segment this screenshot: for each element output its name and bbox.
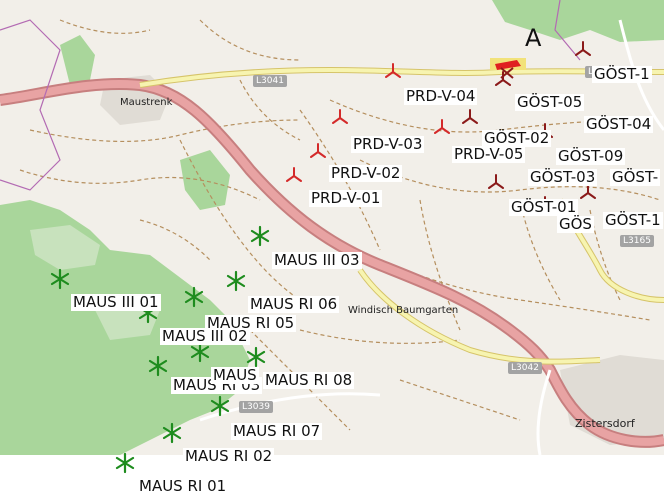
turbine-gost-x-icon [580,184,596,199]
turbine-maus-ri-07-icon [210,395,230,417]
turbine-gost-04-icon [462,109,478,124]
place-windisch-baumgarten: Windisch Baumgarten [348,305,459,316]
meadow-1 [30,225,100,270]
label-maus-ri-08: MAUS RI 08 [263,371,355,389]
turbine-prd-v-02-icon [310,143,326,158]
turbine-maus-ri-03-icon [148,355,168,377]
label-maus-ri-05: MAUS RI 05 [205,314,297,332]
label-maus-ri-07: MAUS RI 07 [231,422,323,440]
place-zistersdorf: Zistersdorf [575,417,635,430]
label-maus-iii-02: MAUS III 02 [160,327,250,345]
label-prd-v-04: PRD-V-04 [404,87,478,105]
label-gost-1b: GÖST-1 [603,211,663,229]
label-maus-ri-01: MAUS RI 01 [137,477,229,495]
bottom-margin [0,455,664,499]
border-line-west [0,19,61,191]
existing-turbines [50,225,270,474]
turbine-maus-ri-04-icon [190,341,210,363]
turbine-prd-v-04-icon [385,63,401,78]
turbine-maus-ri-08-icon [246,346,266,368]
label-prd-v-03: PRD-V-03 [351,135,425,153]
forest-patch-1 [180,150,230,210]
label-gost-01: GÖST-01 [509,198,579,216]
place-maustrenk: Maustrenk [120,97,173,108]
border-line-north [554,0,581,61]
turbine-maus-ri-05-icon [184,286,204,308]
label-gost-09: GÖST-09 [556,147,626,165]
label-maus-iii-03: MAUS III 03 [272,251,362,269]
label-prd-v-05: PRD-V-05 [452,145,526,163]
label-maus-ri-02: MAUS RI 02 [183,447,275,465]
label-maus-ri-06: MAUS RI 06 [248,295,340,313]
label-gost-x: GÖST- [610,168,661,186]
turbine-maus-iii-01-icon [50,268,70,290]
turbine-prd-v-01-icon [286,167,302,182]
label-gos: GÖS [557,215,594,233]
turbine-prd-v-05-icon [434,119,450,134]
turbine-maus-ri-02-icon [162,422,182,444]
road-shield-l3039: L3039 [239,401,273,413]
label-gost-05: GÖST-05 [515,93,585,111]
turbine-maus-ri-01-icon [115,452,135,474]
road-shield-l3165: L3165 [620,235,654,247]
red-construction-marker-icon [495,60,521,79]
label-prd-v-01: PRD-V-01 [309,189,383,207]
forest-north-east [492,0,664,42]
label-gost-02: GÖST-02 [482,129,552,147]
turbine-gost-03-icon [488,174,504,189]
label-prd-v-02: PRD-V-02 [329,164,403,182]
label-maus-ri-04: MAUS [211,366,259,384]
turbine-prd-v-03-icon [332,109,348,124]
label-gost-04: GÖST-04 [584,115,654,133]
turbine-gost-1a-icon [575,41,591,56]
forest-patch-2 [60,35,95,85]
label-gost-1a: GÖST-1 [592,65,652,83]
road-shield-l3041: L3041 [253,75,287,87]
marker-letter-a[interactable]: A [525,24,542,52]
turbine-maus-iii-03-icon [250,225,270,247]
label-maus-iii-01: MAUS III 01 [71,293,161,311]
turbine-maus-ri-06-icon [226,270,246,292]
label-gost-03: GÖST-03 [528,168,598,186]
road-shield-l3042: L3042 [508,362,542,374]
